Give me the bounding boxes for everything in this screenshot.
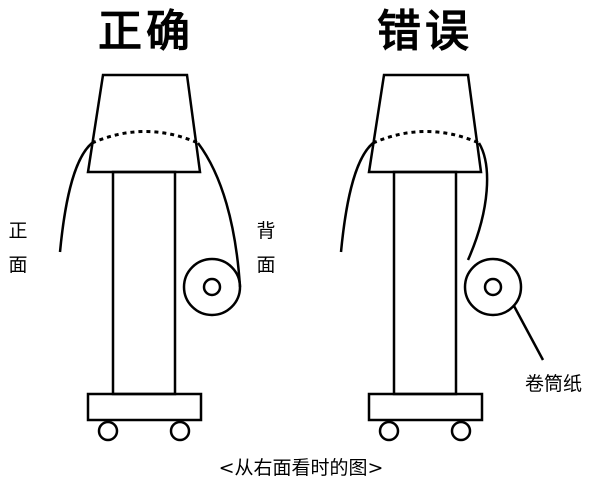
wrong-wheel-left — [378, 420, 400, 442]
correct-title: 正确 — [98, 6, 194, 57]
diagram-caption: <从右面看时的图> — [218, 457, 384, 479]
front-label-char-2: 面 — [8, 254, 28, 276]
roll-pointer-line — [512, 305, 545, 361]
wrong-title: 错误 — [377, 6, 473, 57]
correct-column — [111, 170, 177, 396]
correct-paper-front — [58, 142, 93, 253]
correct-roll-core — [202, 277, 222, 297]
correct-wheel-left — [97, 420, 119, 442]
correct-hopper — [86, 73, 202, 174]
correct-wheel-right — [169, 420, 191, 442]
wrong-paper-roll — [463, 257, 523, 317]
correct-hopper-dotted-edge — [91, 130, 199, 145]
wrong-roll-core — [483, 277, 503, 297]
wrong-wheel-right — [450, 420, 472, 442]
correct-machine — [58, 73, 242, 442]
wrong-hopper-dotted-edge — [372, 130, 480, 145]
back-label-char-2: 面 — [256, 254, 276, 276]
wrong-base — [367, 392, 484, 422]
front-side-label: 正 面 — [6, 214, 30, 282]
correct-paper-back — [196, 142, 242, 288]
wrong-machine — [339, 73, 545, 442]
back-side-label: 背 面 — [254, 214, 278, 282]
front-label-char-1: 正 — [8, 220, 28, 242]
wrong-paper-back — [466, 142, 489, 261]
correct-base — [86, 392, 203, 422]
wrong-column — [392, 170, 458, 396]
wrong-hopper — [367, 73, 483, 174]
wrong-paper-front — [339, 142, 374, 253]
back-label-char-1: 背 — [256, 220, 276, 242]
paper-roll-label: 卷筒纸 — [525, 373, 583, 395]
correct-paper-roll — [182, 257, 242, 317]
